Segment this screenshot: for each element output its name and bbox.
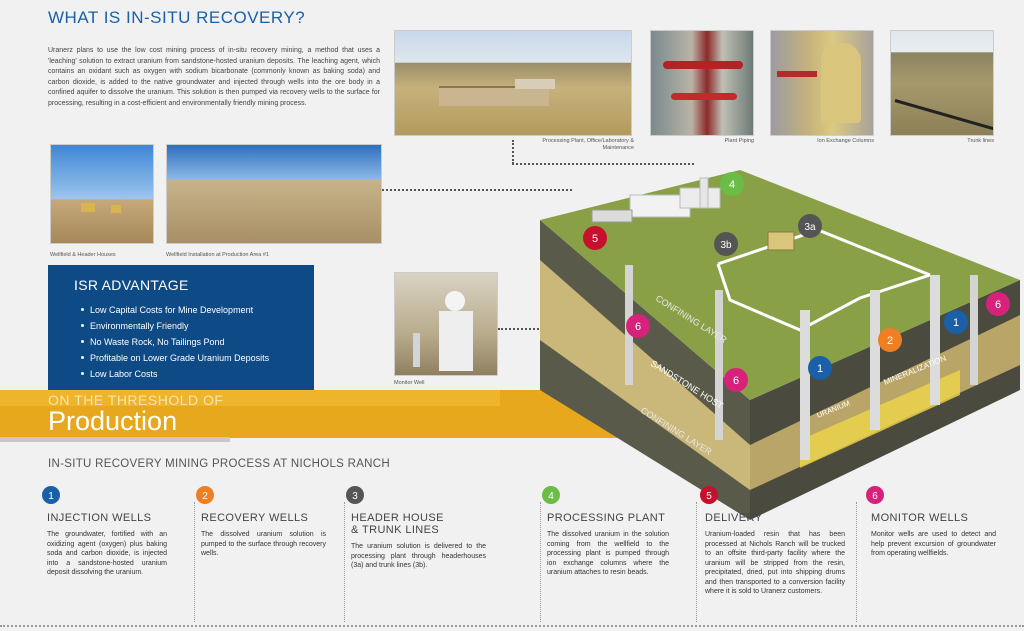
caption-wellfield: Wellfield & Header Houses	[50, 252, 116, 258]
marker-1a: 1	[808, 356, 832, 380]
isr-item: Profitable on Lower Grade Uranium Deposi…	[81, 353, 314, 363]
step-title: RECOVERY WELLS	[201, 512, 309, 524]
step-text: Monitor wells are used to detect and hel…	[871, 531, 996, 557]
svg-text:6: 6	[635, 321, 641, 333]
marker-2: 2	[878, 328, 902, 352]
caption-ion: Ion Exchange Columns	[817, 138, 874, 144]
banner-highlight	[0, 390, 500, 406]
pin-icon: 3	[346, 486, 364, 504]
isr-item: No Waste Rock, No Tailings Pond	[81, 337, 314, 347]
isr-item: Low Capital Costs for Mine Development	[81, 305, 314, 315]
caption-plant: Processing Plant, Office/Laboratory & Ma…	[542, 138, 634, 151]
svg-text:3: 3	[352, 491, 358, 502]
svg-text:3b: 3b	[720, 240, 732, 251]
divider	[696, 502, 697, 622]
injection-well	[930, 275, 940, 405]
caption-installation: Wellfield Installation at Production Are…	[166, 252, 269, 258]
photo-ion-exchange	[770, 30, 874, 136]
svg-text:5: 5	[592, 233, 598, 245]
step-text: Uranium-loaded resin that has been proce…	[705, 531, 845, 595]
monitor-well	[970, 275, 978, 385]
marker-1b: 1	[944, 310, 968, 334]
caption-piping: Plant Piping	[724, 138, 754, 144]
block-top-surface	[540, 170, 1020, 400]
svg-text:6: 6	[995, 299, 1001, 311]
banner-line2: Production	[48, 406, 178, 436]
bottom-divider	[0, 625, 1024, 627]
page-title: WHAT IS IN-SITU RECOVERY?	[48, 8, 306, 27]
connector-line	[382, 189, 572, 191]
photo-monitor-well	[394, 272, 498, 376]
recovery-well	[870, 290, 880, 430]
marker-6a: 6	[626, 314, 650, 338]
pin-icon: 4	[542, 486, 560, 504]
divider	[856, 502, 857, 622]
caption-monitor: Monitor Well	[394, 380, 425, 386]
marker-6b: 6	[724, 368, 748, 392]
svg-text:4: 4	[548, 491, 554, 502]
step-text: The uranium solution is delivered to the…	[351, 543, 486, 569]
step-title: MONITOR WELLS	[871, 512, 969, 524]
divider	[344, 502, 345, 622]
svg-text:1: 1	[817, 363, 823, 375]
pin-icon: 6	[866, 486, 884, 504]
divider	[0, 437, 230, 442]
svg-text:4: 4	[729, 179, 735, 191]
step-text: The groundwater, fortified with an oxidi…	[47, 531, 167, 576]
svg-text:6: 6	[872, 491, 878, 502]
connector-line	[512, 140, 514, 164]
svg-text:5: 5	[706, 491, 712, 502]
marker-3a: 3a	[798, 214, 822, 238]
step-text: The dissolved uranium solution is pumped…	[201, 531, 326, 557]
monitor-well	[715, 290, 723, 440]
isr-item: Environmentally Friendly	[81, 321, 314, 331]
svg-text:6: 6	[733, 375, 739, 387]
production-banner: ON THE THRESHOLD OF Production	[0, 390, 634, 438]
marker-3b: 3b	[714, 232, 738, 256]
photo-trunk-lines	[890, 30, 994, 136]
divider	[540, 502, 541, 622]
process-title: IN-SITU RECOVERY MINING PROCESS AT NICHO…	[48, 458, 390, 470]
pin-icon: 2	[196, 486, 214, 504]
photo-wellfield-installation	[166, 144, 382, 244]
photo-wellfield-header	[50, 144, 154, 244]
photo-processing-plant	[394, 30, 632, 136]
svg-text:2: 2	[887, 335, 893, 347]
marker-4: 4	[720, 172, 744, 196]
pin-icon: 1	[42, 486, 60, 504]
intro-paragraph: Uranerz plans to use the low cost mining…	[48, 47, 380, 107]
caption-trunk: Trunk lines	[967, 138, 994, 144]
step-title: INJECTION WELLS	[47, 512, 152, 524]
truck	[591, 209, 633, 223]
connector-line	[512, 163, 694, 165]
svg-text:1: 1	[953, 317, 959, 329]
pin-icon: 5	[700, 486, 718, 504]
svg-text:3a: 3a	[804, 222, 816, 233]
banner-line1: ON THE THRESHOLD OF	[48, 392, 224, 408]
marker-6c: 6	[986, 292, 1010, 316]
block-left-sandstone	[540, 260, 750, 490]
step-title: HEADER HOUSE & TRUNK LINES	[351, 512, 444, 536]
header-house	[767, 231, 795, 251]
svg-text:2: 2	[202, 491, 208, 502]
marker-5: 5	[583, 226, 607, 250]
isr-title: ISR ADVANTAGE	[74, 277, 189, 293]
isr-advantage-box: ISR ADVANTAGE Low Capital Costs for Mine…	[48, 265, 314, 390]
photo-plant-piping	[650, 30, 754, 136]
step-title: PROCESSING PLANT	[547, 512, 666, 524]
isr-item: Low Labor Costs	[81, 369, 314, 379]
injection-well	[800, 310, 810, 460]
svg-text:1: 1	[48, 491, 54, 502]
isr-block-diagram: CONFINING LAYER SANDSTONE HOST CONFINING…	[540, 170, 1020, 520]
divider	[194, 502, 195, 622]
plant-tank	[699, 177, 709, 209]
step-title: DELIVERY	[705, 512, 763, 524]
step-text: The dissolved uranium in the solution co…	[547, 531, 669, 576]
